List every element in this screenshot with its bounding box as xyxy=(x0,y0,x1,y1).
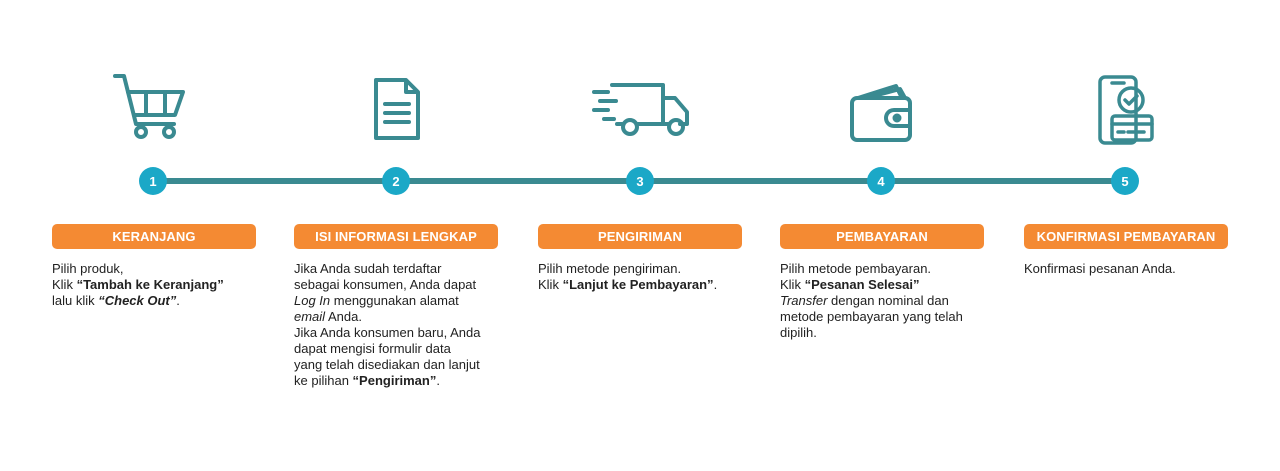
desc-line: Klik “Lanjut ke Pembayaran”. xyxy=(538,277,718,292)
step-4-description: Pilih metode pembayaran. Klik “Pesanan S… xyxy=(780,261,990,341)
desc-line: lalu klik “Check Out”. xyxy=(52,293,180,308)
desc-line: Pilih metode pengiriman. xyxy=(538,261,682,276)
desc-line: Klik “Pesanan Selesai” xyxy=(780,277,920,292)
step-2-description: Jika Anda sudah terdaftar sebagai konsum… xyxy=(294,261,504,389)
step-3-description: Pilih metode pengiriman. Klik “Lanjut ke… xyxy=(538,261,748,293)
delivery-truck-icon xyxy=(590,82,692,138)
shopping-cart-icon xyxy=(112,72,188,142)
desc-line: Pilih produk, xyxy=(52,261,124,276)
step-1-description: Pilih produk, Klik “Tambah ke Keranjang”… xyxy=(52,261,262,309)
step-4-label: PEMBAYARAN xyxy=(780,224,984,249)
step-5-label: KONFIRMASI PEMBAYARAN xyxy=(1024,224,1228,249)
step-4-number: 4 xyxy=(867,167,895,195)
desc-line: ke pilihan “Pengiriman”. xyxy=(294,373,440,388)
wallet-icon xyxy=(848,80,916,144)
desc-line: Klik “Tambah ke Keranjang” xyxy=(52,277,224,292)
desc-line: Transfer dengan nominal dan xyxy=(780,293,949,308)
desc-line: Jika Anda konsumen baru, Anda xyxy=(294,325,481,340)
step-1-number: 1 xyxy=(139,167,167,195)
step-3-number: 3 xyxy=(626,167,654,195)
desc-line: email Anda. xyxy=(294,309,362,324)
desc-line: dapat mengisi formulir data xyxy=(294,341,451,356)
desc-line: Pilih metode pembayaran. xyxy=(780,261,932,276)
desc-line: Jika Anda sudah terdaftar xyxy=(294,261,442,276)
document-icon xyxy=(372,76,422,142)
step-5-number: 5 xyxy=(1111,167,1139,195)
desc-line: metode pembayaran yang telah xyxy=(780,309,963,324)
desc-line: yang telah disediakan dan lanjut xyxy=(294,357,480,372)
step-5-description: Konfirmasi pesanan Anda. xyxy=(1024,261,1234,277)
step-1-label: KERANJANG xyxy=(52,224,256,249)
step-3-label: PENGIRIMAN xyxy=(538,224,742,249)
desc-line: sebagai konsumen, Anda dapat xyxy=(294,277,477,292)
step-2-number: 2 xyxy=(382,167,410,195)
desc-line: Log In menggunakan alamat xyxy=(294,293,459,308)
desc-line: dipilih. xyxy=(780,325,817,340)
payment-confirmation-icon xyxy=(1096,74,1156,146)
step-2-label: ISI INFORMASI LENGKAP xyxy=(294,224,498,249)
desc-line: Konfirmasi pesanan Anda. xyxy=(1024,261,1176,276)
